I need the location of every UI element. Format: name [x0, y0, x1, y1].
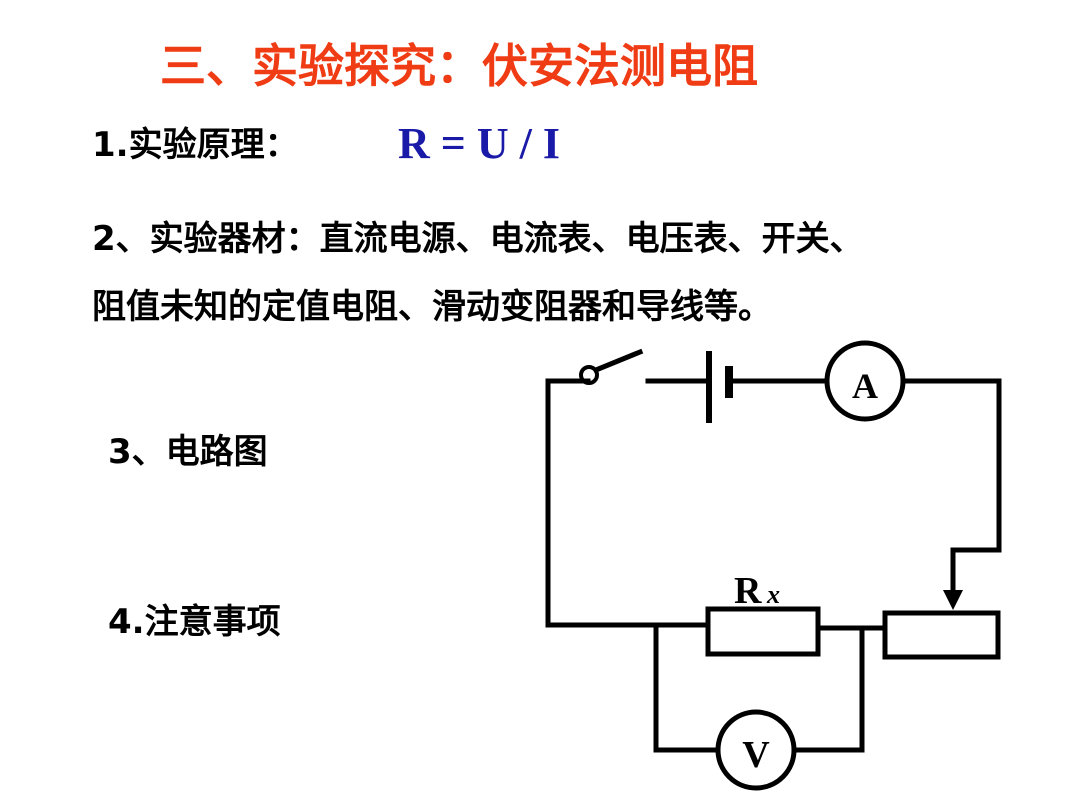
- principle-formula: R = U / I: [398, 119, 560, 168]
- resistor-rx: [705, 606, 821, 657]
- voltmeter-circle: [715, 709, 797, 791]
- wire-voltmeter-left: [653, 622, 721, 753]
- precautions-label: 4.注意事项: [108, 602, 281, 642]
- slide-title: 三、实验探究：伏安法测电阻: [160, 39, 758, 93]
- equipment-line-1: 2、实验器材：直流电源、电流表、电压表、开关、: [92, 219, 864, 259]
- wire-left: [545, 378, 711, 628]
- resistor-label: R: [734, 570, 762, 612]
- ammeter-label: A: [852, 366, 878, 406]
- rheostat-body: [882, 610, 1001, 660]
- switch-pivot: [579, 365, 599, 385]
- resistor-subscript: x: [766, 580, 780, 609]
- wire-right: [900, 378, 1002, 595]
- rheostat-slider-arrow: [943, 590, 963, 610]
- switch-blade: [592, 348, 644, 374]
- voltmeter-label: V: [742, 734, 770, 776]
- equipment-text: 2、实验器材：直流电源、电流表、电压表、开关、 阻值未知的定值电阻、滑动变阻器和…: [92, 205, 864, 341]
- circuit-diagram-label: 3、电路图: [108, 432, 268, 472]
- principle-label: 1.实验原理：: [92, 125, 299, 165]
- equipment-line-2: 阻值未知的定值电阻、滑动变阻器和导线等。: [92, 287, 772, 327]
- ammeter-circle: [824, 340, 906, 422]
- wire-voltmeter-right: [791, 625, 865, 753]
